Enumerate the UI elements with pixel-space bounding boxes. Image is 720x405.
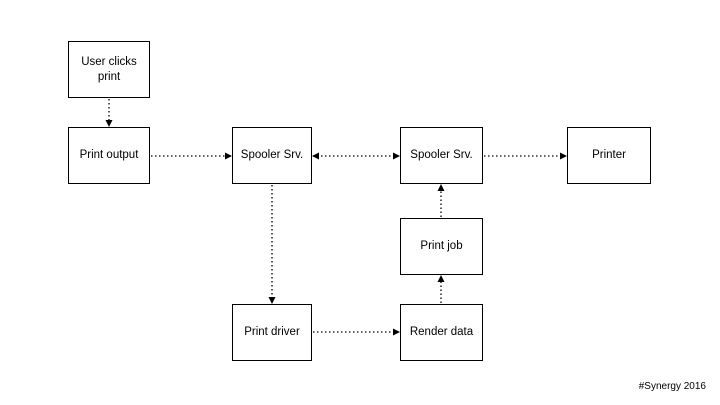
node-spooler-srv-server: Spooler Srv. — [400, 127, 483, 184]
node-label: Print output — [79, 149, 139, 161]
node-label: Spooler Srv. — [410, 149, 473, 161]
node-print-job: Print job — [400, 218, 483, 275]
node-spooler-srv-client: Spooler Srv. — [232, 127, 312, 184]
node-label: User clicks print — [81, 55, 137, 83]
footer-caption: #Synergy 2016 — [638, 381, 706, 392]
node-user-clicks-print: User clicks print — [68, 41, 150, 98]
node-printer: Printer — [567, 127, 651, 184]
node-label: Spooler Srv. — [240, 149, 304, 161]
node-label: Render data — [409, 326, 474, 338]
node-print-driver: Print driver — [232, 304, 312, 361]
node-label: Printer — [592, 149, 626, 161]
node-render-data: Render data — [400, 304, 483, 361]
node-print-output: Print output — [68, 127, 150, 184]
node-label: Print driver — [244, 326, 300, 338]
node-label: Print job — [420, 240, 463, 252]
